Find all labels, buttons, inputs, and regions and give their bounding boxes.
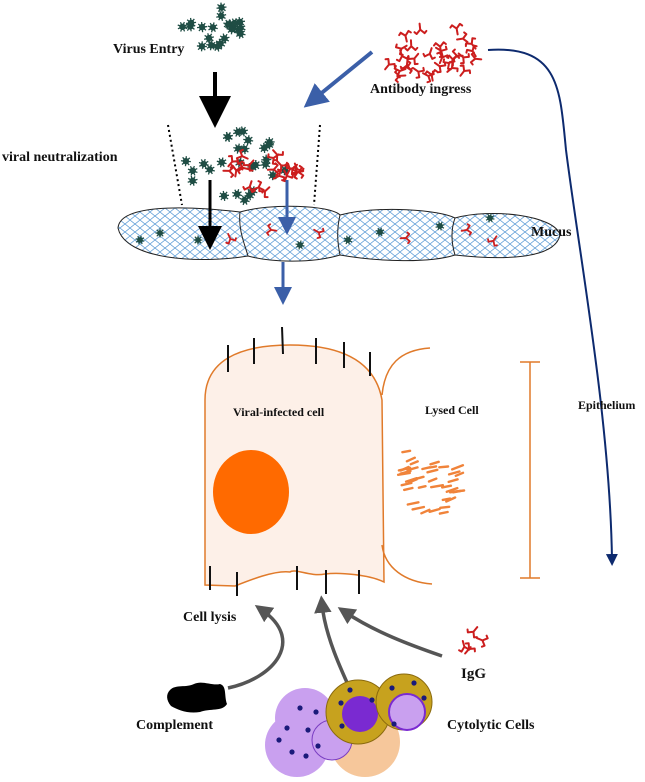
lysed-fragment [445, 486, 459, 493]
label-complement: Complement [136, 718, 213, 733]
lysed-fragment [447, 470, 461, 476]
label-igg: IgG [461, 666, 487, 682]
granule [303, 753, 309, 759]
granule [391, 721, 397, 727]
label-viral-infected-cell: Viral-infected cell [233, 405, 325, 419]
antibody-cluster-top [379, 22, 483, 85]
lysed-fragment [430, 484, 445, 489]
lysed-fragment [399, 465, 410, 472]
lysed-fragment [405, 456, 416, 463]
label-viral-neutralization: viral neutralization [2, 150, 118, 165]
lysed-fragment [406, 466, 419, 472]
lysed-fragment [438, 510, 449, 515]
lysed-fragment [438, 465, 450, 469]
lysed-fragment [452, 489, 462, 494]
virus-particle [192, 234, 204, 246]
cell-nucleus [213, 450, 289, 534]
lysed-fragment [421, 466, 431, 471]
label-epithelium: Epithelium [578, 398, 636, 412]
virus-particle [205, 19, 221, 35]
complement-to-lysis-arrow [227, 604, 285, 690]
virus-cluster-top [175, 1, 249, 55]
virus-particle [185, 173, 201, 189]
granule [305, 727, 311, 733]
lysed-fragment [429, 460, 440, 466]
lysed-fragment [441, 484, 453, 489]
igg-to-lysis-arrow [337, 607, 443, 658]
granule [289, 749, 295, 755]
igg-antibodies [456, 622, 490, 659]
lysed-fragment [426, 468, 439, 474]
virus-particle [215, 1, 228, 14]
antibody-particle [393, 39, 411, 57]
granule [411, 680, 417, 686]
lysed-fragment [428, 465, 438, 469]
granule [369, 697, 375, 703]
lysed-cell-outline [381, 347, 433, 585]
lysed-fragment [441, 497, 452, 502]
cytolytic-cells [265, 673, 433, 777]
lysed-fragment [411, 475, 425, 481]
virus-particle [185, 163, 200, 178]
lysed-fragment [451, 464, 465, 471]
lysed-fragment [399, 469, 412, 475]
lysed-fragment [454, 471, 465, 477]
lysed-fragment [409, 460, 419, 466]
label-mucus: Mucus [531, 225, 572, 240]
granule [315, 743, 321, 749]
granule [276, 737, 282, 743]
lysed-fragment [411, 505, 426, 511]
granule [339, 723, 345, 729]
lysed-fragment [439, 505, 451, 509]
epithelium-arrow [487, 48, 618, 566]
lysed-fragment [401, 449, 412, 454]
virus-particle [220, 129, 236, 145]
virus-particle [194, 19, 210, 35]
epithelium-bracket [520, 361, 540, 579]
granule [338, 700, 344, 706]
label-cytolytic-cells: Cytolytic Cells [447, 718, 535, 733]
granule [421, 695, 427, 701]
lysed-fragment [445, 496, 457, 503]
microvilli-bottom [209, 566, 360, 596]
lysed-fragment [417, 485, 427, 489]
antibody-ingress-arrow [303, 50, 374, 108]
virus-particle [154, 227, 166, 239]
label-antibody-ingress: Antibody ingress [370, 82, 472, 97]
lysed-fragment [403, 486, 414, 492]
cytolytic-granules [276, 680, 427, 759]
granule [297, 705, 303, 711]
lysed-fragment [427, 477, 438, 483]
funnel-right-dotted [313, 124, 321, 206]
granule [347, 687, 353, 693]
microvilli-top [227, 326, 371, 376]
antibody-particle [449, 22, 465, 37]
virus-cluster-neutralization [179, 123, 293, 208]
igg-antibody [465, 622, 483, 640]
granule [313, 709, 319, 715]
mucus-layer [117, 205, 561, 262]
lysed-fragment [428, 507, 441, 513]
virus-particle [217, 189, 231, 203]
funnel-left-dotted [167, 124, 183, 206]
label-lysed-cell: Lysed Cell [425, 403, 479, 417]
virus-particle [214, 155, 229, 170]
label-virus-entry: Virus Entry [113, 42, 185, 57]
lysed-fragment [406, 501, 420, 506]
virus-particle [195, 40, 208, 53]
lysed-fragment [447, 478, 459, 484]
label-cell-lysis: Cell lysis [183, 610, 237, 625]
igg-antibody [473, 631, 490, 649]
antibody-particle [469, 51, 483, 67]
granule [284, 725, 290, 731]
lysed-cell-fragments [396, 449, 466, 515]
antibody-particle [412, 22, 428, 36]
complement-blob [167, 682, 227, 713]
lysed-fragment [420, 508, 431, 515]
virus-particle [179, 155, 192, 168]
antibody-particle [379, 56, 398, 75]
granule [389, 685, 395, 691]
